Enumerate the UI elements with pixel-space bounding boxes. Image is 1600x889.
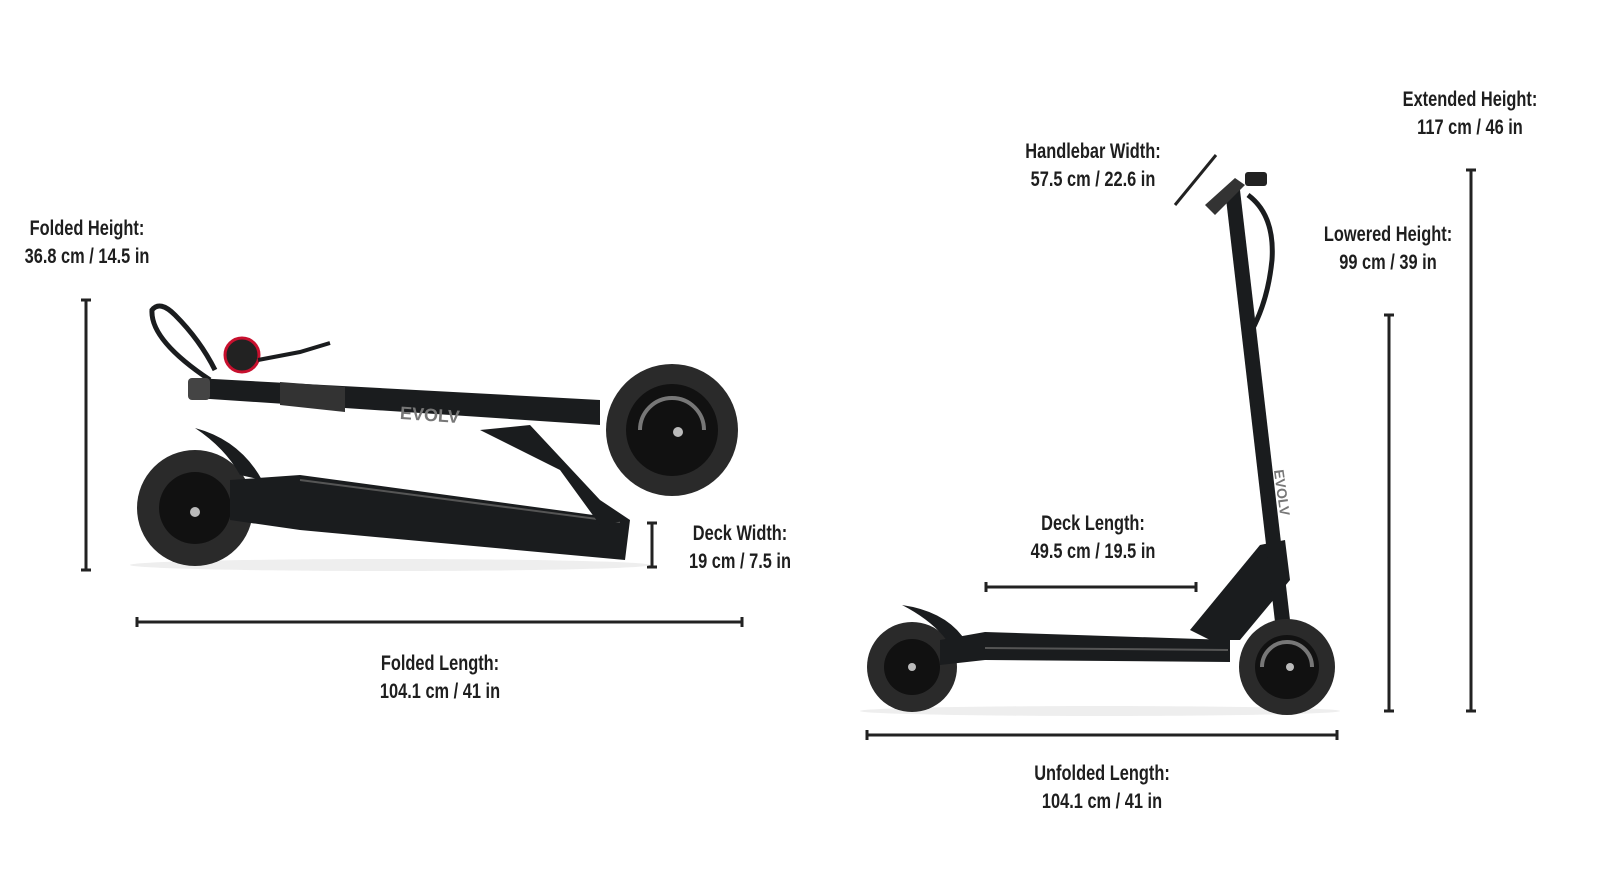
svg-text:EVOLV: EVOLV [1271,468,1293,517]
extended-height-value: 117 cm / 46 in [1417,116,1523,139]
folded-height-line [81,298,91,572]
deck-width-label: Deck Width: 19 cm / 7.5 in [689,520,791,576]
folded-height-label: Folded Height: 36.8 cm / 14.5 in [25,215,150,271]
unfolded-length-value: 104.1 cm / 41 in [1041,790,1163,813]
svg-text:EVOLV: EVOLV [399,403,460,427]
extended-height-label: Extended Height: 117 cm / 46 in [1403,86,1538,142]
deck-width-line [647,521,657,569]
handlebar-width-line [1173,154,1218,206]
deck-length-label: Deck Length: 49.5 cm / 19.5 in [1031,510,1156,566]
unfolded-length-title: Unfolded Length: [1034,762,1170,785]
folded-height-title: Folded Height: [29,217,145,240]
lowered-height-label: Lowered Height: 99 cm / 39 in [1324,221,1452,277]
deck-width-value: 19 cm / 7.5 in [689,550,791,573]
handlebar-width-title: Handlebar Width: [1025,140,1161,163]
unfolded-length-label: Unfolded Length: 104.1 cm / 41 in [1034,760,1170,816]
folded-length-line [135,617,744,627]
deck-width-title: Deck Width: [692,522,788,545]
deck-length-value: 49.5 cm / 19.5 in [1030,540,1156,563]
unfolded-scooter-image: EVOLV [860,172,1340,716]
folded-length-title: Folded Length: [380,652,500,675]
deck-length-line [984,582,1198,592]
lowered-height-title: Lowered Height: [1323,223,1453,246]
extended-height-title: Extended Height: [1402,88,1538,111]
folded-length-label: Folded Length: 104.1 cm / 41 in [380,650,500,706]
folded-length-value: 104.1 cm / 41 in [379,680,501,703]
dimension-lines [81,154,1476,740]
deck-length-title: Deck Length: [1041,512,1145,535]
lowered-height-value: 99 cm / 39 in [1339,251,1437,274]
lowered-height-line [1384,313,1394,713]
handlebar-width-label: Handlebar Width: 57.5 cm / 22.6 in [1025,138,1160,194]
handlebar-width-value: 57.5 cm / 22.6 in [1030,168,1156,191]
extended-height-line [1466,168,1476,713]
unfolded-length-line [865,730,1339,740]
folded-scooter-image: EVOLV [130,303,738,571]
folded-height-value: 36.8 cm / 14.5 in [24,245,150,268]
